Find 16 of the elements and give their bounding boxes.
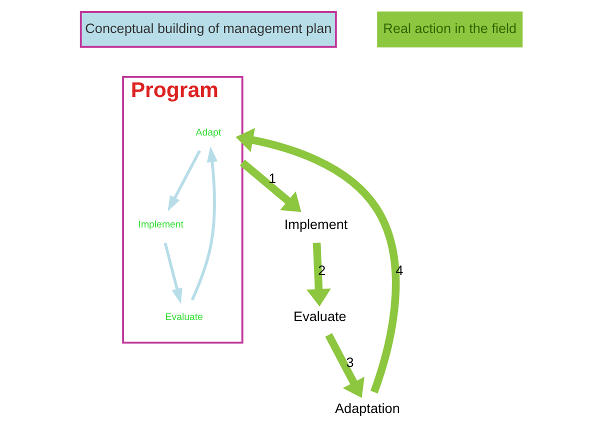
node-box: Real action in the field [376,11,522,48]
node-text: Adapt [195,128,221,139]
node-text: Adaptation [334,401,400,416]
arrow [167,150,200,212]
node-text: Evaluate [164,312,203,323]
arrow [324,333,364,398]
arrow [163,242,182,304]
arrow [190,146,218,301]
edge-label: 1 [268,170,276,186]
node-text: Evaluate [293,309,346,324]
node-text: Implement [284,216,348,232]
node-text: Implement [138,220,183,231]
arrow [235,128,400,394]
edge-label: 3 [346,355,354,370]
node-box: Conceptual building of management plan [79,11,336,48]
arrow [306,242,330,306]
